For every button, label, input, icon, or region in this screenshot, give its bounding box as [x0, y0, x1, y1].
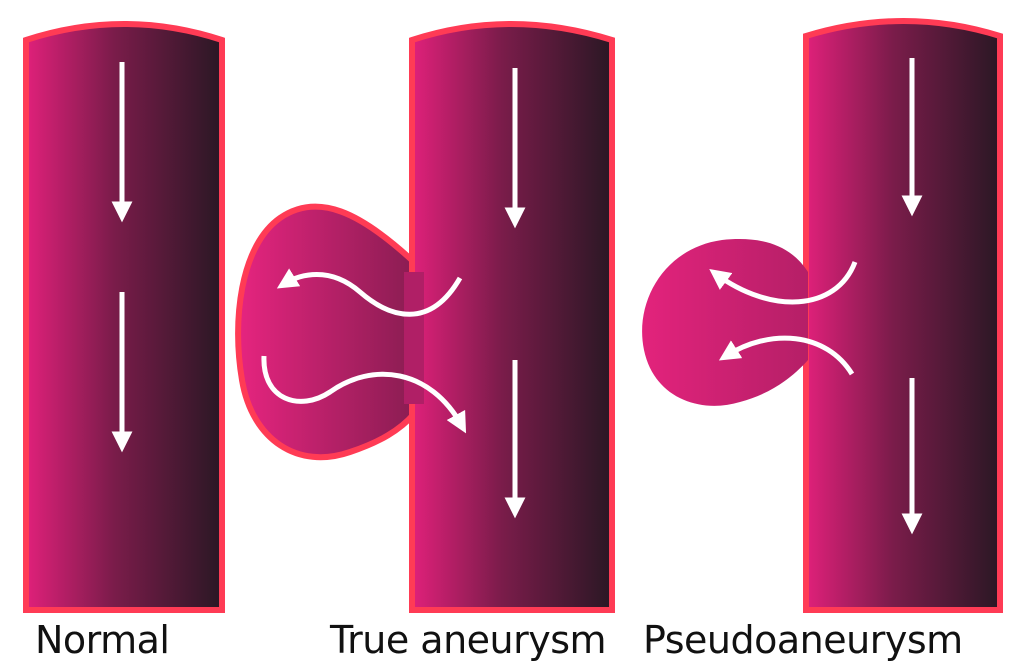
- pseudoaneurysm-vessel-wall: [806, 21, 1000, 610]
- true-aneurysm-label: True aneurysm: [330, 612, 606, 668]
- pseudoaneurysm-sac: [642, 239, 808, 406]
- pseudoaneurysm-vessel: [642, 21, 1000, 610]
- true-aneurysm-vessel: [238, 24, 612, 610]
- true-aneurysm-vessel-wall: [412, 24, 612, 610]
- pseudoaneurysm-label: Pseudoaneurysm: [643, 612, 963, 668]
- normal-vessel: [26, 24, 222, 610]
- normal-label: Normal: [35, 612, 170, 668]
- true-aneurysm-sac: [238, 207, 414, 458]
